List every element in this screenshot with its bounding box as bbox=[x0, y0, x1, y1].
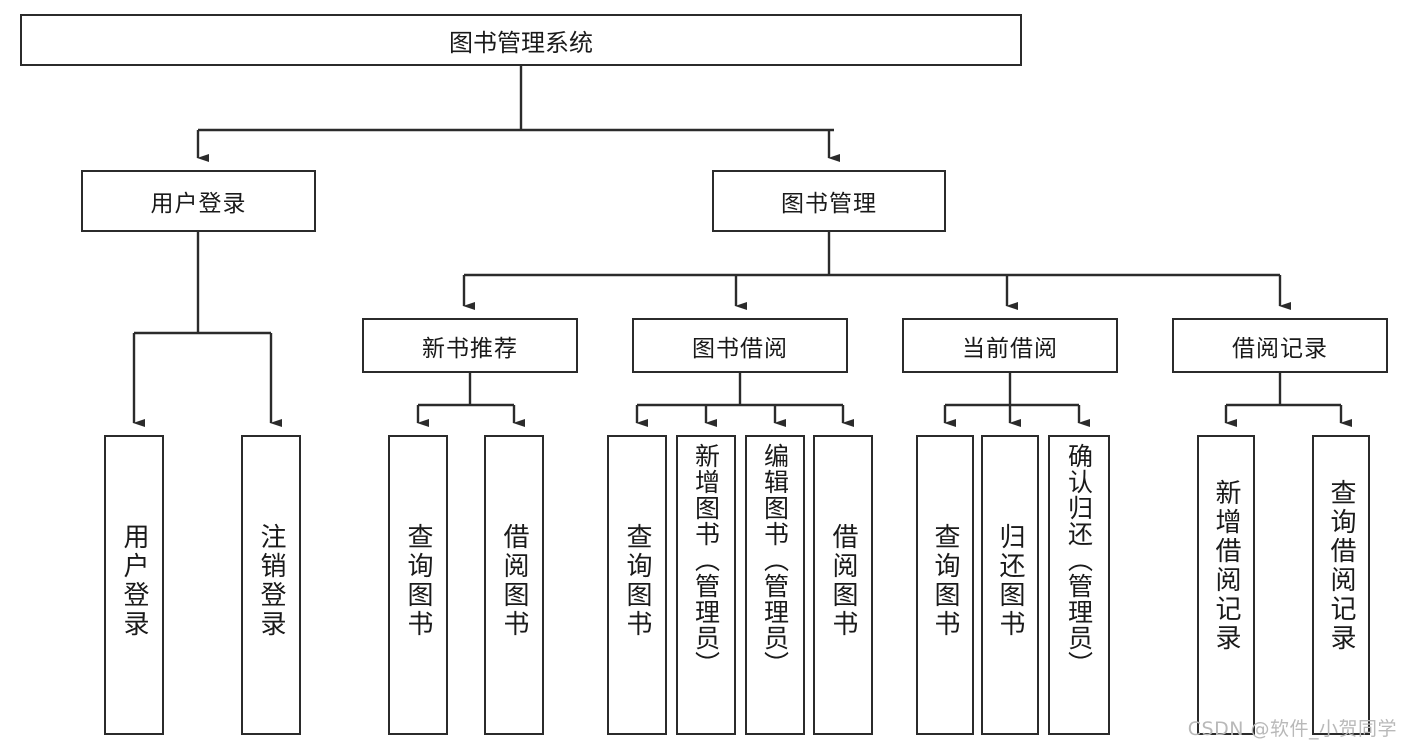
node-query-book-borrow[interactable]: 查询图书 bbox=[607, 435, 667, 735]
node-query-book-current[interactable]: 查询图书 bbox=[916, 435, 974, 735]
node-root-label: 图书管理系统 bbox=[449, 28, 593, 57]
csdn-watermark: CSDN @软件_小贺同学 bbox=[1187, 718, 1397, 740]
node-confirm-return-admin[interactable]: 确认归还（管理员） bbox=[1048, 435, 1110, 735]
node-borrow-book-action[interactable]: 借阅图书 bbox=[813, 435, 873, 735]
node-query-book-recommend[interactable]: 查询图书 bbox=[388, 435, 448, 735]
node-edit-book-admin[interactable]: 编辑图书（管理员） bbox=[745, 435, 805, 735]
node-add-borrow-record[interactable]: 新增借阅记录 bbox=[1197, 435, 1255, 735]
node-user-login-action-label: 用户登录 bbox=[119, 523, 150, 639]
node-borrow-record[interactable]: 借阅记录 bbox=[1172, 318, 1388, 373]
node-book-borrow-label: 图书借阅 bbox=[692, 335, 788, 362]
node-user-login-label: 用户登录 bbox=[150, 191, 247, 217]
node-borrow-book-action-label: 借阅图书 bbox=[828, 523, 859, 639]
node-current-borrow-label: 当前借阅 bbox=[962, 335, 1058, 362]
node-borrow-book-recommend-label: 借阅图书 bbox=[499, 523, 530, 639]
node-book-borrow[interactable]: 图书借阅 bbox=[632, 318, 848, 373]
node-confirm-return-admin-label: 确认归还（管理员） bbox=[1064, 443, 1094, 677]
node-query-book-current-label: 查询图书 bbox=[930, 523, 961, 639]
node-return-book[interactable]: 归还图书 bbox=[981, 435, 1039, 735]
node-new-book-recommend[interactable]: 新书推荐 bbox=[362, 318, 578, 373]
node-user-login-action[interactable]: 用户登录 bbox=[104, 435, 164, 735]
node-add-book-admin-label: 新增图书（管理员） bbox=[691, 443, 721, 677]
node-query-borrow-record[interactable]: 查询借阅记录 bbox=[1312, 435, 1370, 735]
node-query-book-borrow-label: 查询图书 bbox=[622, 523, 653, 639]
node-query-borrow-record-label: 查询借阅记录 bbox=[1326, 479, 1357, 653]
node-add-borrow-record-label: 新增借阅记录 bbox=[1211, 479, 1242, 653]
node-book-manage[interactable]: 图书管理 bbox=[712, 170, 946, 232]
node-return-book-label: 归还图书 bbox=[995, 523, 1026, 639]
node-new-book-recommend-label: 新书推荐 bbox=[422, 335, 518, 362]
node-root[interactable]: 图书管理系统 bbox=[20, 14, 1022, 66]
node-edit-book-admin-label: 编辑图书（管理员） bbox=[760, 443, 790, 677]
node-book-manage-label: 图书管理 bbox=[781, 191, 877, 217]
node-user-logout-action-label: 注销登录 bbox=[256, 523, 287, 639]
node-borrow-record-label: 借阅记录 bbox=[1232, 335, 1328, 362]
node-query-book-recommend-label: 查询图书 bbox=[403, 523, 434, 639]
node-current-borrow[interactable]: 当前借阅 bbox=[902, 318, 1118, 373]
node-user-login[interactable]: 用户登录 bbox=[81, 170, 316, 232]
node-user-logout-action[interactable]: 注销登录 bbox=[241, 435, 301, 735]
node-add-book-admin[interactable]: 新增图书（管理员） bbox=[676, 435, 736, 735]
node-borrow-book-recommend[interactable]: 借阅图书 bbox=[484, 435, 544, 735]
